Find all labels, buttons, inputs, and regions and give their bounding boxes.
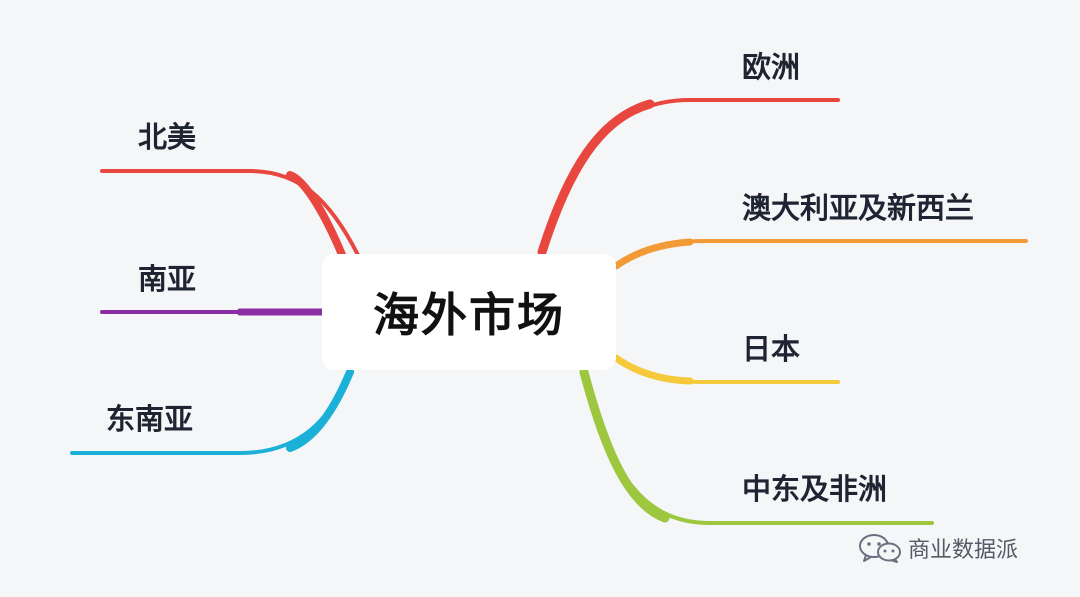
branch-japan[interactable]: 日本 — [742, 326, 800, 368]
branch-north-america[interactable]: 北美 — [138, 114, 196, 156]
branch-europe[interactable]: 欧洲 — [742, 44, 800, 86]
branch-label-southeast-asia: 东南亚 — [106, 402, 194, 436]
branch-label-japan: 日本 — [742, 332, 801, 366]
wechat-icon — [859, 534, 901, 563]
connector-north-america-taper — [286, 171, 349, 266]
connector-middle-east-africa-taper — [579, 367, 670, 523]
connector-europe — [538, 98, 840, 256]
watermark: 商业数据派 — [858, 532, 1018, 564]
central-topic-label: 海外市场 — [373, 288, 565, 342]
connector-southeast-asia-taper — [286, 368, 354, 452]
branch-label-north-america: 北美 — [138, 120, 197, 154]
branch-label-middle-east-africa: 中东及非洲 — [742, 472, 888, 506]
connector-japan-taper — [612, 354, 694, 385]
branch-southeast-asia[interactable]: 东南亚 — [106, 396, 193, 438]
watermark-text: 商业数据派 — [908, 538, 1019, 563]
central-topic[interactable]: 海外市场 — [322, 254, 616, 370]
connector-australia-nz-taper — [612, 238, 694, 270]
connector-japan — [614, 356, 840, 384]
branch-label-europe: 欧洲 — [742, 50, 801, 84]
branch-label-australia-nz: 澳大利亚及新西兰 — [742, 191, 975, 225]
branch-australia-nz[interactable]: 澳大利亚及新西兰 — [742, 185, 974, 227]
branch-south-asia[interactable]: 南亚 — [138, 256, 196, 298]
connector-europe-taper — [537, 99, 655, 257]
branch-middle-east-africa[interactable]: 中东及非洲 — [742, 466, 887, 508]
branch-label-south-asia: 南亚 — [138, 262, 197, 296]
